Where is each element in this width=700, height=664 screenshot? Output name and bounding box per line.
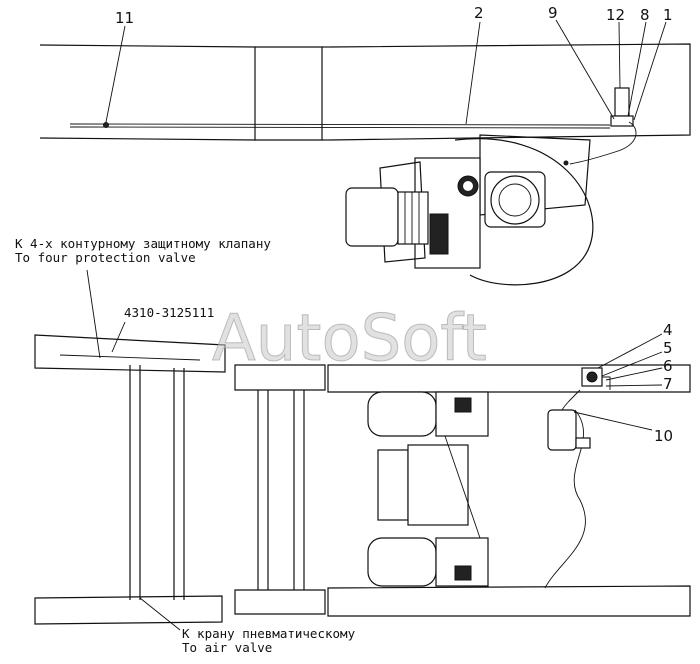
valve-assembly-lower	[547, 367, 611, 451]
annotations: К 4-х контурному защитному клапану To fo…	[15, 236, 356, 655]
callout-5: 5	[663, 339, 673, 357]
note-protection-en: To four protection valve	[15, 250, 196, 265]
lower-leaders	[86, 269, 663, 631]
callout-2: 2	[474, 4, 484, 22]
callout-12: 12	[606, 6, 625, 24]
callout-9: 9	[548, 4, 558, 22]
callout-4: 4	[663, 321, 673, 339]
callout-11: 11	[115, 9, 134, 27]
valve-bracket-12	[569, 87, 637, 165]
note-protection-ru: К 4-х контурному защитному клапану	[15, 236, 271, 251]
callout-7: 7	[663, 375, 673, 393]
valve-10	[547, 409, 577, 451]
callout-8: 8	[640, 6, 650, 24]
note-part-number: 4310-3125111	[124, 305, 214, 320]
callout-numbers: 11 2 9 12 8 1 4 5 6 7 10	[115, 4, 673, 445]
lower-brake-chambers	[367, 391, 489, 587]
line-fitting-11	[103, 122, 109, 128]
callout-6: 6	[663, 357, 673, 375]
callout-10: 10	[654, 427, 673, 445]
upper-leaders	[105, 19, 667, 125]
lower-frame	[34, 334, 691, 625]
upper-axle-assembly	[345, 134, 594, 286]
callout-1: 1	[663, 6, 673, 24]
upper-frame-rail	[39, 43, 691, 141]
note-air-valve-ru: К крану пневматическому	[182, 626, 356, 641]
note-air-valve-en: To air valve	[182, 640, 272, 655]
watermark: AutoSoft	[212, 302, 487, 376]
